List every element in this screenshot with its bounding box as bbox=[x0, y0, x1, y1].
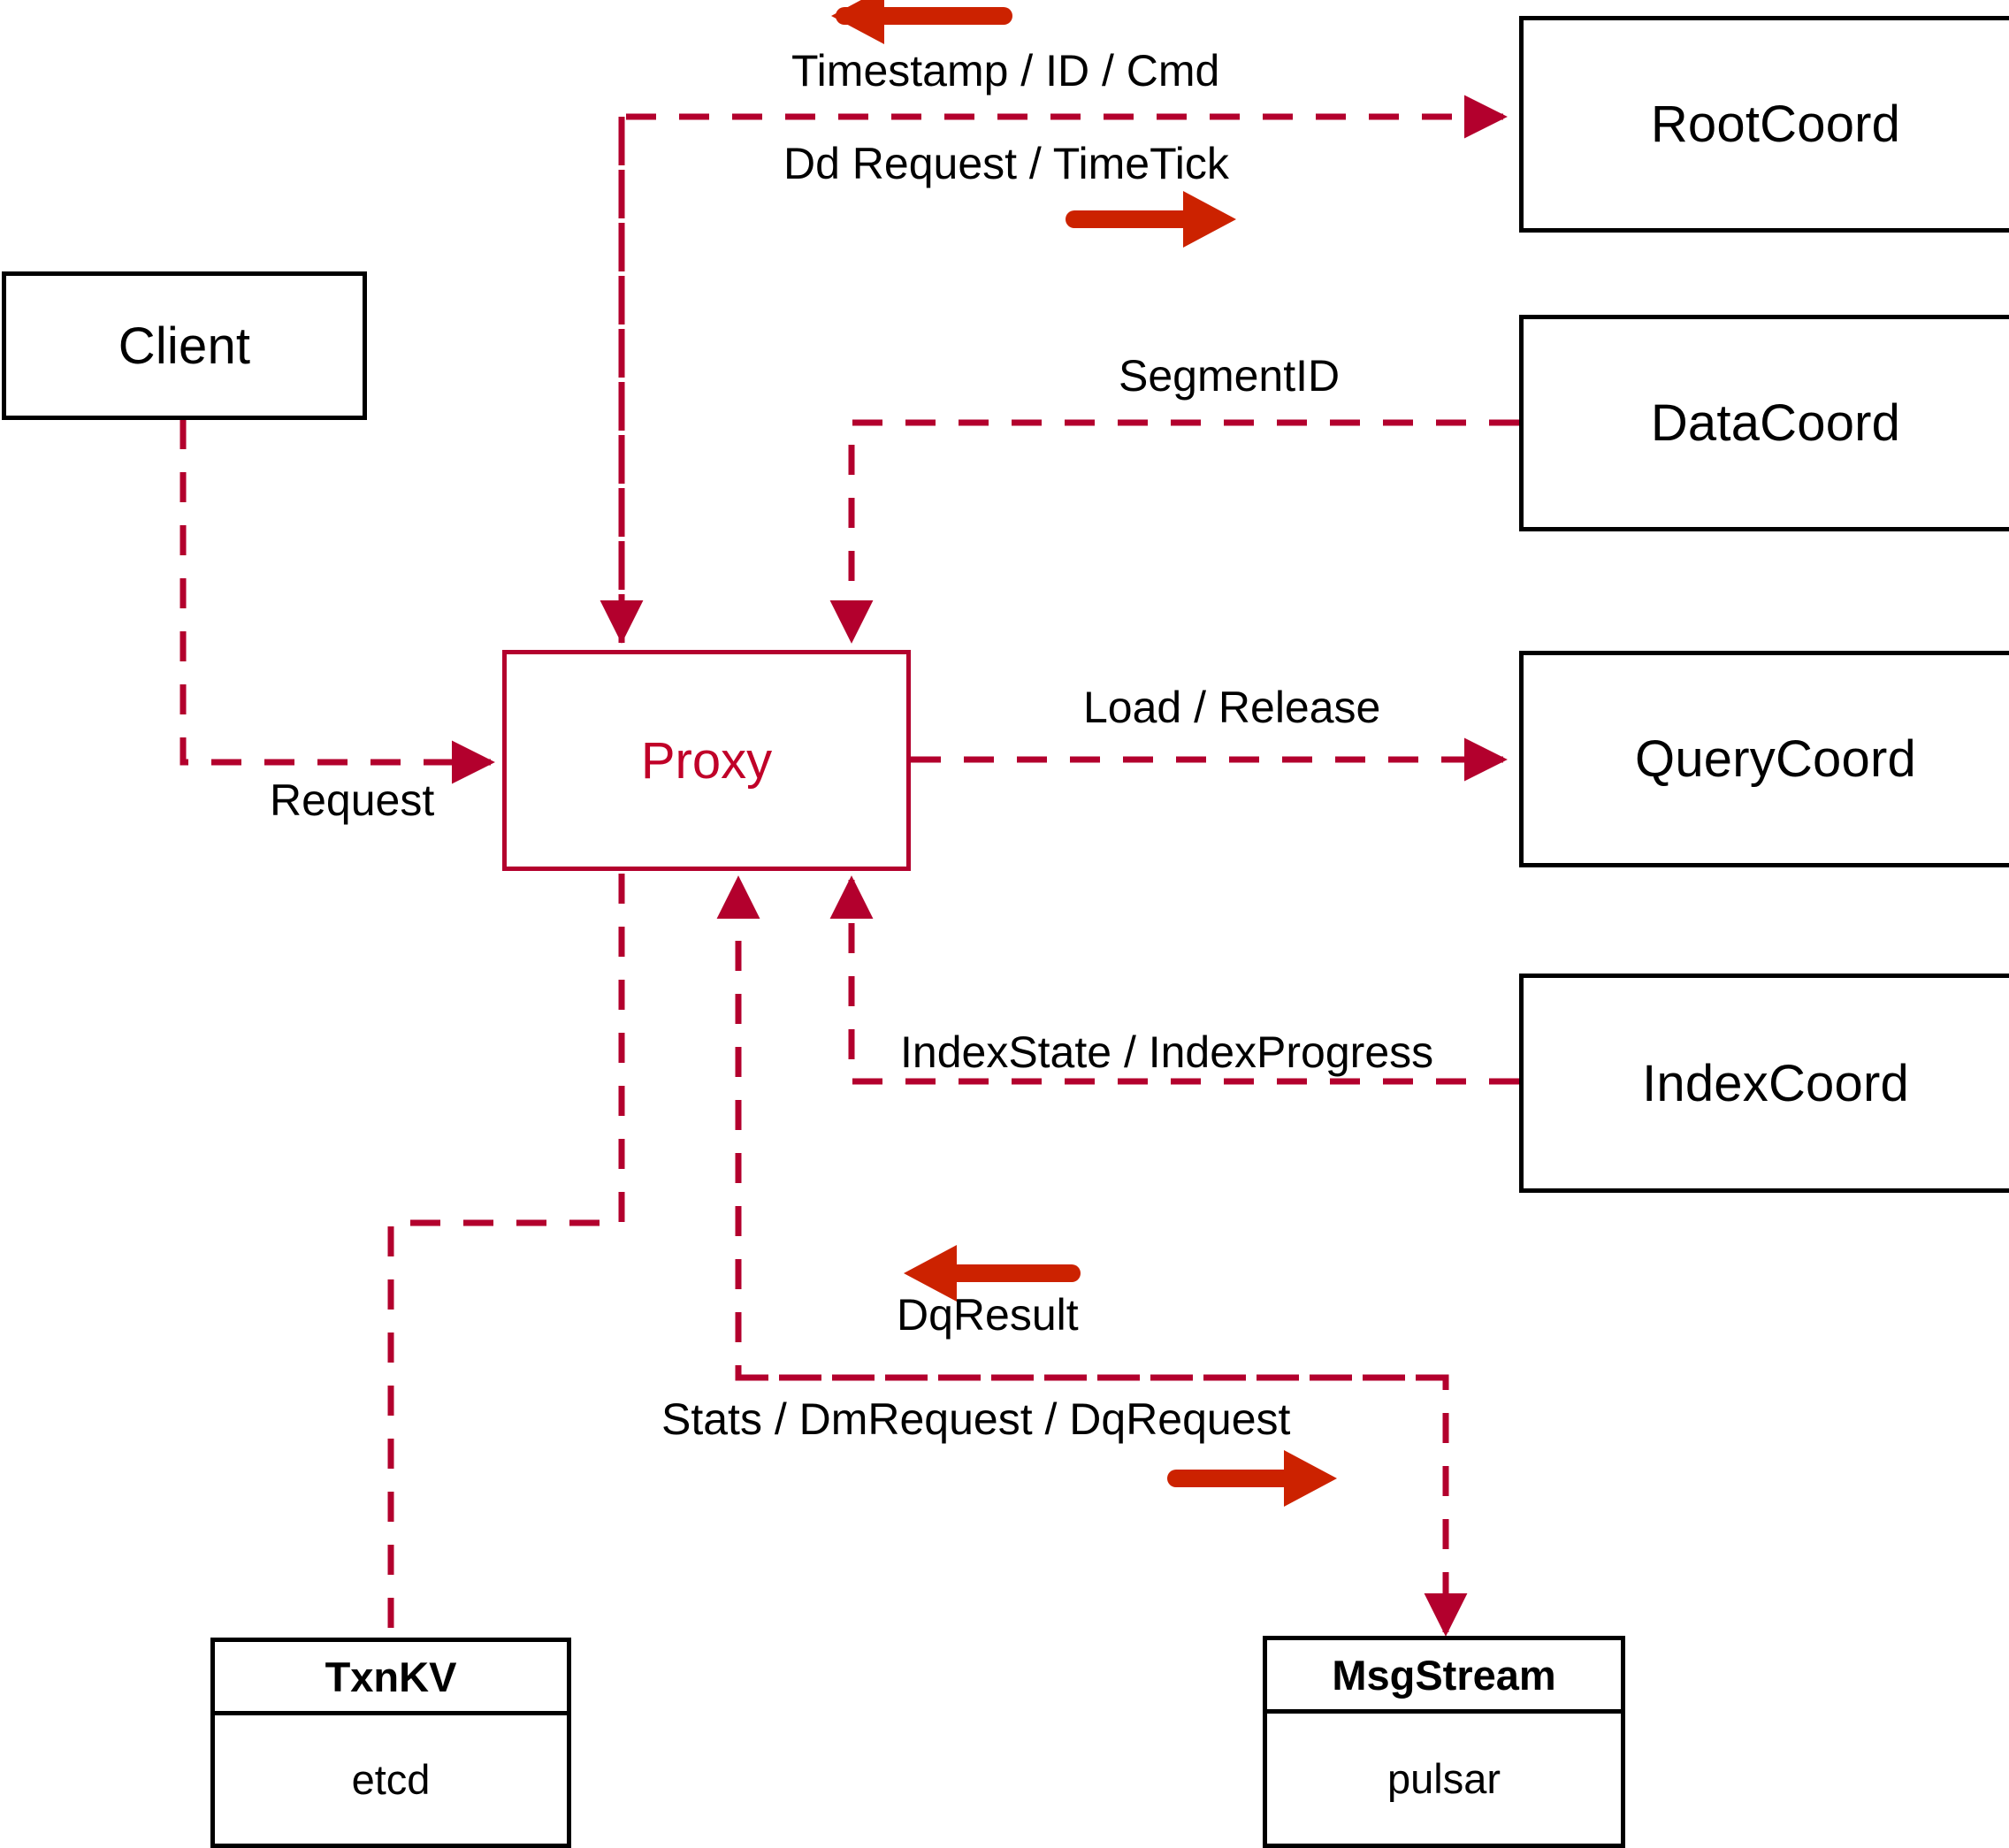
store-txnkv-header: TxnKV bbox=[215, 1642, 567, 1715]
direction-arrow-ddrequest-right bbox=[1066, 191, 1236, 248]
direction-arrow-dqrequest-right bbox=[1167, 1450, 1337, 1507]
node-client[interactable]: Client bbox=[2, 271, 367, 420]
edge-indexcoord-to-proxy bbox=[829, 875, 1519, 1085]
edge-label-timestamp-id-cmd: Timestamp / ID / Cmd bbox=[791, 46, 1220, 95]
store-txnkv[interactable]: TxnKV etcd bbox=[210, 1638, 571, 1848]
node-datacoord-label: DataCoord bbox=[1650, 394, 1901, 452]
edge-proxy-to-msgstream bbox=[738, 1374, 1468, 1637]
store-msgstream[interactable]: MsgStream pulsar bbox=[1263, 1636, 1625, 1848]
node-rootcoord[interactable]: RootCoord bbox=[1519, 16, 2009, 233]
edge-label-request: Request bbox=[270, 775, 435, 825]
edge-proxy-to-txnkv bbox=[387, 874, 625, 1638]
store-msgstream-body: pulsar bbox=[1386, 1755, 1501, 1802]
node-proxy-label: Proxy bbox=[640, 731, 773, 790]
store-msgstream-header: MsgStream bbox=[1267, 1640, 1621, 1714]
store-txnkv-body: etcd bbox=[351, 1756, 431, 1803]
node-querycoord-label: QueryCoord bbox=[1635, 730, 1916, 788]
node-proxy[interactable]: Proxy bbox=[502, 650, 911, 871]
node-indexcoord-label: IndexCoord bbox=[1642, 1054, 1909, 1112]
edge-label-dq-result: DqResult bbox=[897, 1290, 1079, 1340]
edge-client-to-proxy bbox=[180, 419, 495, 784]
edge-proxy-to-rootcoord bbox=[618, 95, 1508, 643]
node-rootcoord-label: RootCoord bbox=[1650, 95, 1901, 153]
node-datacoord[interactable]: DataCoord bbox=[1519, 315, 2009, 531]
edge-msgstream-to-proxy bbox=[716, 875, 1446, 1381]
direction-arrow-timestamp-left bbox=[831, 0, 1012, 44]
edge-datacoord-to-proxy bbox=[829, 419, 1519, 644]
direction-arrow-dqresult-left bbox=[904, 1245, 1081, 1302]
edge-label-segment-id: SegmentID bbox=[1119, 351, 1341, 401]
node-querycoord[interactable]: QueryCoord bbox=[1519, 651, 2009, 867]
node-client-label: Client bbox=[118, 317, 251, 375]
edge-label-stats-dm-dq-request: Stats / DmRequest / DqRequest bbox=[661, 1394, 1291, 1444]
edge-label-index-state-progress: IndexState / IndexProgress bbox=[900, 1027, 1434, 1077]
edge-label-load-release: Load / Release bbox=[1083, 683, 1381, 732]
edge-label-dd-request-timetick: Dd Request / TimeTick bbox=[783, 139, 1229, 188]
node-indexcoord[interactable]: IndexCoord bbox=[1519, 974, 2009, 1193]
